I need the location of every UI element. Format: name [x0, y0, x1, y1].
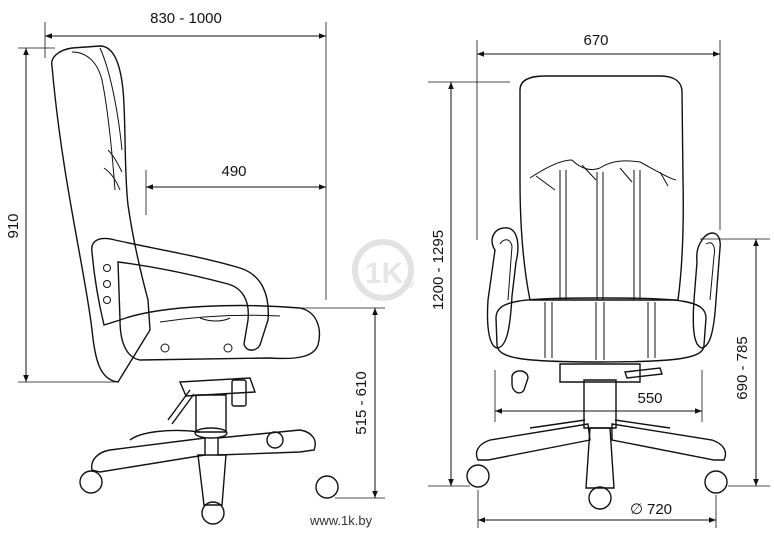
side-gas-lift — [195, 394, 227, 433]
front-caster — [704, 470, 728, 494]
front-base-arm-right — [611, 423, 727, 461]
front-seat — [495, 297, 707, 363]
dim-label-armrest-height: 690 - 785 — [734, 336, 751, 399]
front-base-arm-back — [529, 419, 671, 429]
dim-label-depth: 830 - 1000 — [150, 10, 222, 27]
side-caster — [266, 431, 284, 449]
side-base-arm-back — [129, 429, 201, 441]
side-base-arm-left — [91, 437, 206, 473]
dim-label-seat-width: 550 — [637, 390, 662, 407]
side-caster — [315, 475, 339, 499]
front-base-arm-front — [585, 427, 615, 489]
watermark-site: www.1k.by — [309, 513, 373, 528]
side-armrest-bolt — [103, 280, 111, 288]
front-tilt-lever — [624, 367, 663, 379]
front-backrest — [519, 75, 684, 301]
front-seat-pleats — [544, 302, 656, 360]
front-caster — [466, 464, 490, 488]
dim-label-total-height: 1200 - 1295 — [430, 230, 447, 310]
side-backrest-tufts — [103, 149, 123, 191]
side-armrest — [91, 237, 269, 351]
side-tilt-lever — [167, 389, 195, 425]
side-view-chair — [51, 45, 339, 525]
dim-label-width: 670 — [583, 32, 608, 49]
front-knob — [511, 370, 529, 394]
side-seat-bolt — [160, 343, 170, 353]
dim-label-base-diameter-symbol: ∅ — [630, 501, 643, 518]
front-gas-lift — [583, 379, 617, 429]
front-view-dimensions: 670 1200 - 1295 690 - 785 550 ∅ 720 — [428, 32, 770, 528]
side-caster — [201, 501, 225, 525]
dim-label-base-diameter: 720 — [647, 501, 672, 518]
front-view-chair — [466, 75, 728, 510]
front-armrest-left-pad — [499, 239, 513, 301]
side-mechanism — [178, 377, 256, 397]
side-base-arm-right — [217, 429, 316, 456]
side-backrest-seam — [71, 51, 116, 191]
front-backrest-wrinkles — [535, 164, 669, 191]
dim-label-seat-height: 515 - 610 — [353, 371, 370, 434]
side-view-dimensions: 830 - 1000 490 910 515 - 610 — [5, 10, 385, 499]
front-base-arm-left — [475, 423, 591, 461]
side-backrest — [51, 45, 151, 383]
side-caster — [79, 470, 103, 494]
side-seat — [119, 304, 321, 361]
front-armrest-left — [486, 227, 519, 349]
side-backrest-edge — [99, 47, 123, 151]
watermark-logo-text: 1K — [365, 257, 404, 290]
front-armrest-right — [692, 232, 721, 349]
watermark-logo: 1K .by — [352, 239, 414, 301]
dim-label-seat-depth: 490 — [221, 163, 246, 180]
side-armrest-bolt — [103, 296, 111, 304]
front-armrest-right-pad — [705, 242, 715, 301]
side-base-arm-front — [197, 454, 227, 506]
dim-label-back-height: 910 — [5, 213, 22, 238]
side-knob — [231, 379, 247, 407]
watermark-logo-suffix: .by — [401, 278, 414, 289]
front-caster — [588, 486, 612, 510]
side-gas-lift-base — [194, 427, 228, 439]
side-seat-wrinkle — [199, 317, 231, 322]
side-seat-bolt — [223, 343, 233, 353]
front-mechanism — [559, 363, 641, 383]
side-seat-seam — [159, 314, 281, 323]
side-armrest-bolt — [103, 264, 111, 272]
front-backrest-pleats — [559, 170, 641, 300]
